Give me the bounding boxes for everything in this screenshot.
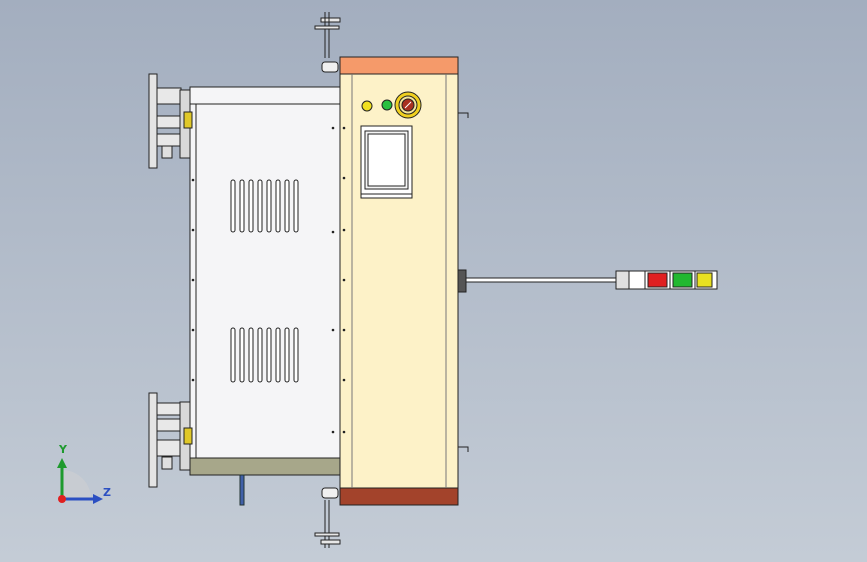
vent-slot [266, 179, 272, 233]
vent-slot [293, 179, 299, 233]
coordinate-triad [57, 458, 103, 504]
left-enclosure [189, 86, 341, 506]
vent-slot [266, 327, 272, 383]
z-axis-arrow [93, 494, 103, 504]
screw-mark [191, 378, 195, 382]
screw-mark [331, 328, 335, 332]
triad-plane [62, 470, 91, 499]
green-indicator-light[interactable] [381, 99, 393, 111]
y-axis-arrow [57, 458, 67, 468]
screw-mark [342, 176, 346, 180]
vent-slot [275, 327, 281, 383]
control-cabinet [339, 56, 469, 506]
vent-slot [257, 179, 263, 233]
top-leveling-foot [314, 12, 341, 73]
vent-slot [257, 327, 263, 383]
screw-mark [191, 278, 195, 282]
screw-mark [331, 126, 335, 130]
signal-tower [457, 269, 718, 293]
vent-slot [284, 327, 290, 383]
vent-slot [239, 327, 245, 383]
screw-mark [342, 378, 346, 382]
upper-caster-assembly [148, 73, 193, 169]
screw-mark [342, 278, 346, 282]
hmi-touchscreen[interactable] [360, 125, 413, 199]
bottom-leveling-foot [314, 487, 341, 548]
lower-vent-slots [230, 327, 299, 383]
z-axis-label: Z [103, 486, 111, 499]
screw-mark [191, 178, 195, 182]
lower-caster-assembly [148, 392, 193, 488]
vent-slot [230, 179, 236, 233]
emergency-stop-button[interactable] [394, 91, 422, 119]
vent-slot [293, 327, 299, 383]
screw-mark [342, 328, 346, 332]
vent-slot [284, 179, 290, 233]
screw-mark [331, 230, 335, 234]
vent-slot [248, 179, 254, 233]
upper-vent-slots [230, 179, 299, 233]
screw-mark [342, 430, 346, 434]
triad-origin [58, 495, 66, 503]
vent-slot [239, 179, 245, 233]
vent-slot [275, 179, 281, 233]
y-axis-label: Y [59, 443, 67, 456]
screw-mark [191, 228, 195, 232]
screw-mark [331, 430, 335, 434]
vent-slot [230, 327, 236, 383]
screw-mark [342, 126, 346, 130]
screw-mark [342, 228, 346, 232]
yellow-indicator-light[interactable] [361, 100, 373, 112]
screw-mark [191, 328, 195, 332]
vent-slot [248, 327, 254, 383]
